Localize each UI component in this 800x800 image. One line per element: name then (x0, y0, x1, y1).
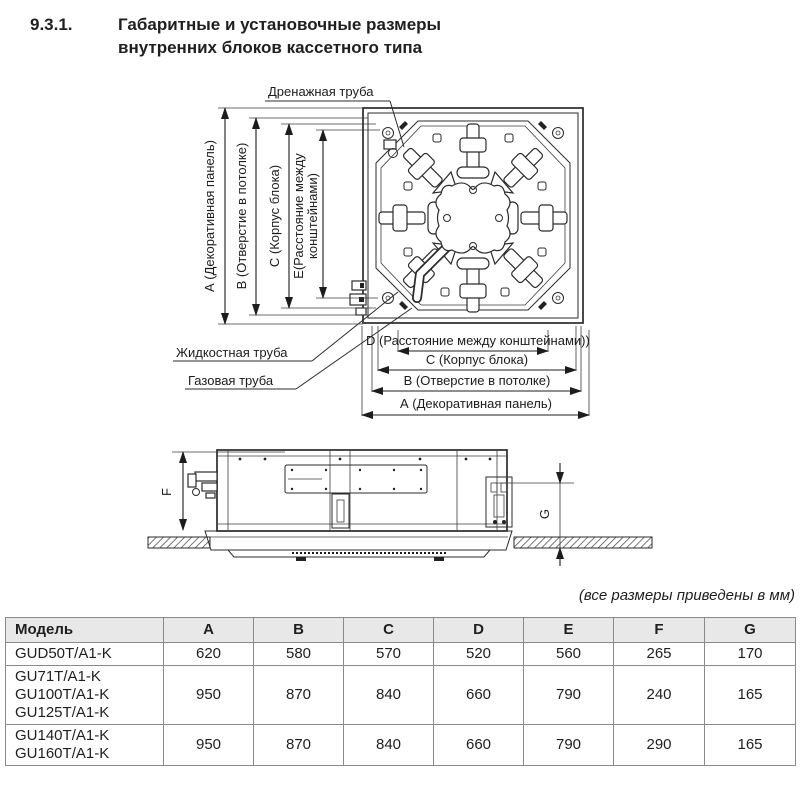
table-row: GUD50T/A1-K 620 580 570 520 560 265 170 (5, 642, 796, 666)
value-g: 165 (704, 665, 796, 725)
value-a: 620 (163, 642, 254, 666)
col-header-c: C (343, 617, 434, 643)
dim-g-label: G (537, 509, 552, 519)
value-c: 570 (343, 642, 434, 666)
value-c: 840 (343, 724, 434, 766)
section-title-line1: Габаритные и установочные размеры (118, 15, 442, 34)
col-header-model: Модель (5, 617, 164, 643)
section-number: 9.3.1. (30, 15, 73, 34)
table-row: GU140T/A1-K GU160T/A1-K 950 870 840 660 … (5, 724, 796, 766)
units-note: (все размеры приведены в мм) (578, 587, 795, 604)
drain-pipe-label: Дренажная труба (268, 84, 374, 99)
dim-e-left-label-line1: Е(Расстояние между (291, 153, 306, 279)
dim-a-bottom-label: А (Декоративная панель) (400, 396, 552, 411)
value-b: 870 (253, 665, 344, 725)
vertical-dimension-lines: А (Декоративная панель) В (Отверстие в п… (202, 106, 380, 326)
model-cell: GU71T/A1-K GU100T/A1-K GU125T/A1-K (5, 665, 164, 725)
col-header-a: A (163, 617, 254, 643)
value-a: 950 (163, 724, 254, 766)
liquid-pipe-label: Жидкостная труба (176, 345, 288, 360)
gas-pipe-label: Газовая труба (188, 373, 274, 388)
model-cell: GUD50T/A1-K (5, 642, 164, 666)
dim-b-left-label: В (Отверстие в потолке) (234, 143, 249, 290)
dim-f-line: F (159, 450, 285, 532)
unit-side-view-drawing (147, 449, 653, 561)
col-header-e: E (523, 617, 614, 643)
dimensions-table: Модель A B C D E F G GUD50T/A1-K 620 580… (5, 617, 796, 766)
unit-top-view-drawing (349, 107, 584, 324)
pipe-callouts: Дренажная труба Жидкостная труба Газовая… (173, 84, 413, 390)
section-title: Габаритные и установочные размеры внутре… (118, 13, 441, 59)
value-g: 165 (704, 724, 796, 766)
value-e: 790 (523, 724, 614, 766)
value-g: 170 (704, 642, 796, 666)
value-f: 290 (613, 724, 705, 766)
table-header-row: Модель A B C D E F G (5, 617, 796, 643)
value-d: 660 (433, 665, 524, 725)
dim-c-left-label: С (Корпус блока) (267, 165, 282, 267)
col-header-b: B (253, 617, 344, 643)
table-row: GU71T/A1-K GU100T/A1-K GU125T/A1-K 950 8… (5, 665, 796, 725)
dim-g-line: G (495, 463, 574, 566)
dim-e-left-label-line2: конштейнами) (305, 173, 320, 259)
col-header-f: F (613, 617, 705, 643)
horizontal-dimension-lines: D (Расстояние между конштейнами)) С (Кор… (360, 326, 591, 420)
dim-d-bottom-label: D (Расстояние между конштейнами)) (366, 333, 590, 348)
section-title-line2: внутренних блоков кассетного типа (118, 38, 423, 57)
model-cell: GU140T/A1-K GU160T/A1-K (5, 724, 164, 766)
value-f: 265 (613, 642, 705, 666)
value-e: 790 (523, 665, 614, 725)
dim-a-left-label: А (Декоративная панель) (202, 140, 217, 292)
value-f: 240 (613, 665, 705, 725)
top-view-diagram: А (Декоративная панель) В (Отверстие в п… (173, 84, 591, 420)
value-c: 840 (343, 665, 434, 725)
value-d: 660 (433, 724, 524, 766)
value-a: 950 (163, 665, 254, 725)
value-e: 560 (523, 642, 614, 666)
section-heading: 9.3.1. Габаритные и установочные размеры… (30, 13, 441, 59)
value-b: 870 (253, 724, 344, 766)
col-header-d: D (433, 617, 524, 643)
dim-b-bottom-label: В (Отверстие в потолке) (404, 373, 551, 388)
value-d: 520 (433, 642, 524, 666)
side-view-diagram: F G (147, 449, 653, 566)
value-b: 580 (253, 642, 344, 666)
col-header-g: G (704, 617, 796, 643)
dim-f-label: F (159, 488, 174, 496)
dim-c-bottom-label: С (Корпус блока) (426, 352, 528, 367)
